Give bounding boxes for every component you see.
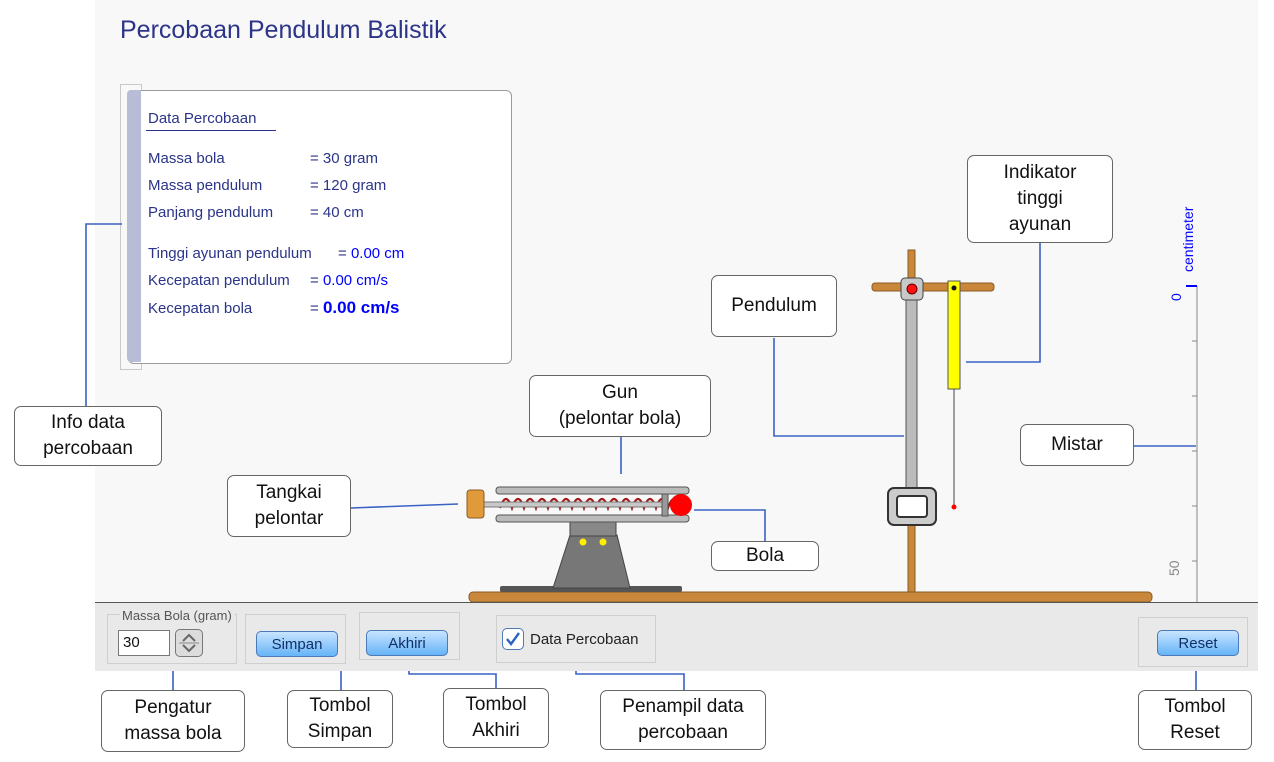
end-group (359, 612, 460, 660)
callout-reset-button: Tombol Reset (1138, 690, 1252, 750)
data-checkbox[interactable] (502, 628, 524, 650)
callout-save-button: Tombol Simpan (287, 690, 393, 748)
row-label: Kecepatan bola (148, 300, 253, 317)
height-indicator[interactable] (947, 280, 961, 510)
ball (670, 494, 692, 516)
row-label: Panjang pendulum (148, 204, 274, 221)
mass-input[interactable]: 30 (118, 630, 170, 656)
plunger-rod (483, 501, 669, 508)
row-value: = 30 gram (310, 150, 378, 167)
row-label: Massa pendulum (148, 177, 263, 194)
row-value: = 0.00 cm/s (310, 272, 388, 289)
gun (483, 486, 690, 592)
callout-data-display: Penampil data percobaan (600, 690, 766, 750)
callout-height-indicator: Indikator tinggi ayunan (967, 155, 1113, 243)
callout-pendulum: Pendulum (711, 275, 837, 337)
row-value: = 0.00 cm (338, 245, 405, 262)
reset-button[interactable]: Reset (1157, 630, 1239, 656)
row-value: = 120 gram (310, 177, 387, 194)
info-panel-scrollbar[interactable] (127, 90, 141, 362)
end-button[interactable]: Akhiri (366, 630, 448, 656)
mass-label: Massa Bola (gram) (120, 608, 234, 623)
ruler-tick-50: 50 (1166, 560, 1182, 576)
info-panel-title: Data Percobaan (148, 110, 257, 127)
pendulum-stand (871, 249, 995, 593)
callout-plunger: Tangkai pelontar (227, 475, 351, 537)
ruler-unit-label: centimeter (1180, 206, 1196, 272)
stepper-arrows-icon (179, 633, 199, 653)
row-label: Tinggi ayunan pendulum (148, 245, 312, 262)
ruler-tick-0: 0 (1168, 293, 1184, 301)
callout-mass-adjuster: Pengatur massa bola (101, 690, 245, 752)
save-button[interactable]: Simpan (256, 631, 338, 657)
info-panel (128, 90, 512, 364)
info-panel-title-underline (146, 130, 276, 131)
reset-group (1138, 617, 1248, 667)
ruler: centimeter 0 50 (1166, 206, 1198, 602)
plunger-handle[interactable] (466, 489, 485, 519)
callout-end-button: Tombol Akhiri (443, 688, 549, 748)
base-board (468, 591, 1153, 603)
row-label: Massa bola (148, 150, 225, 167)
callout-ball: Bola (711, 541, 819, 571)
row-value: = 40 cm (310, 204, 364, 221)
callout-ruler: Mistar (1020, 424, 1134, 466)
row-label: Kecepatan pendulum (148, 272, 290, 289)
save-group (245, 614, 346, 664)
gun-spring (498, 497, 682, 512)
data-checkbox-label[interactable]: Data Percobaan (530, 631, 639, 648)
checkmark-icon (506, 632, 520, 646)
page-title: Percobaan Pendulum Balistik (120, 16, 447, 44)
callout-gun: Gun (pelontar bola) (529, 375, 711, 437)
mass-stepper[interactable] (175, 629, 203, 657)
row-value: = 0.00 cm/s (310, 298, 400, 317)
callout-info-data: Info data percobaan (14, 406, 162, 466)
pendulum (887, 277, 937, 526)
data-toggle-group (496, 615, 656, 663)
